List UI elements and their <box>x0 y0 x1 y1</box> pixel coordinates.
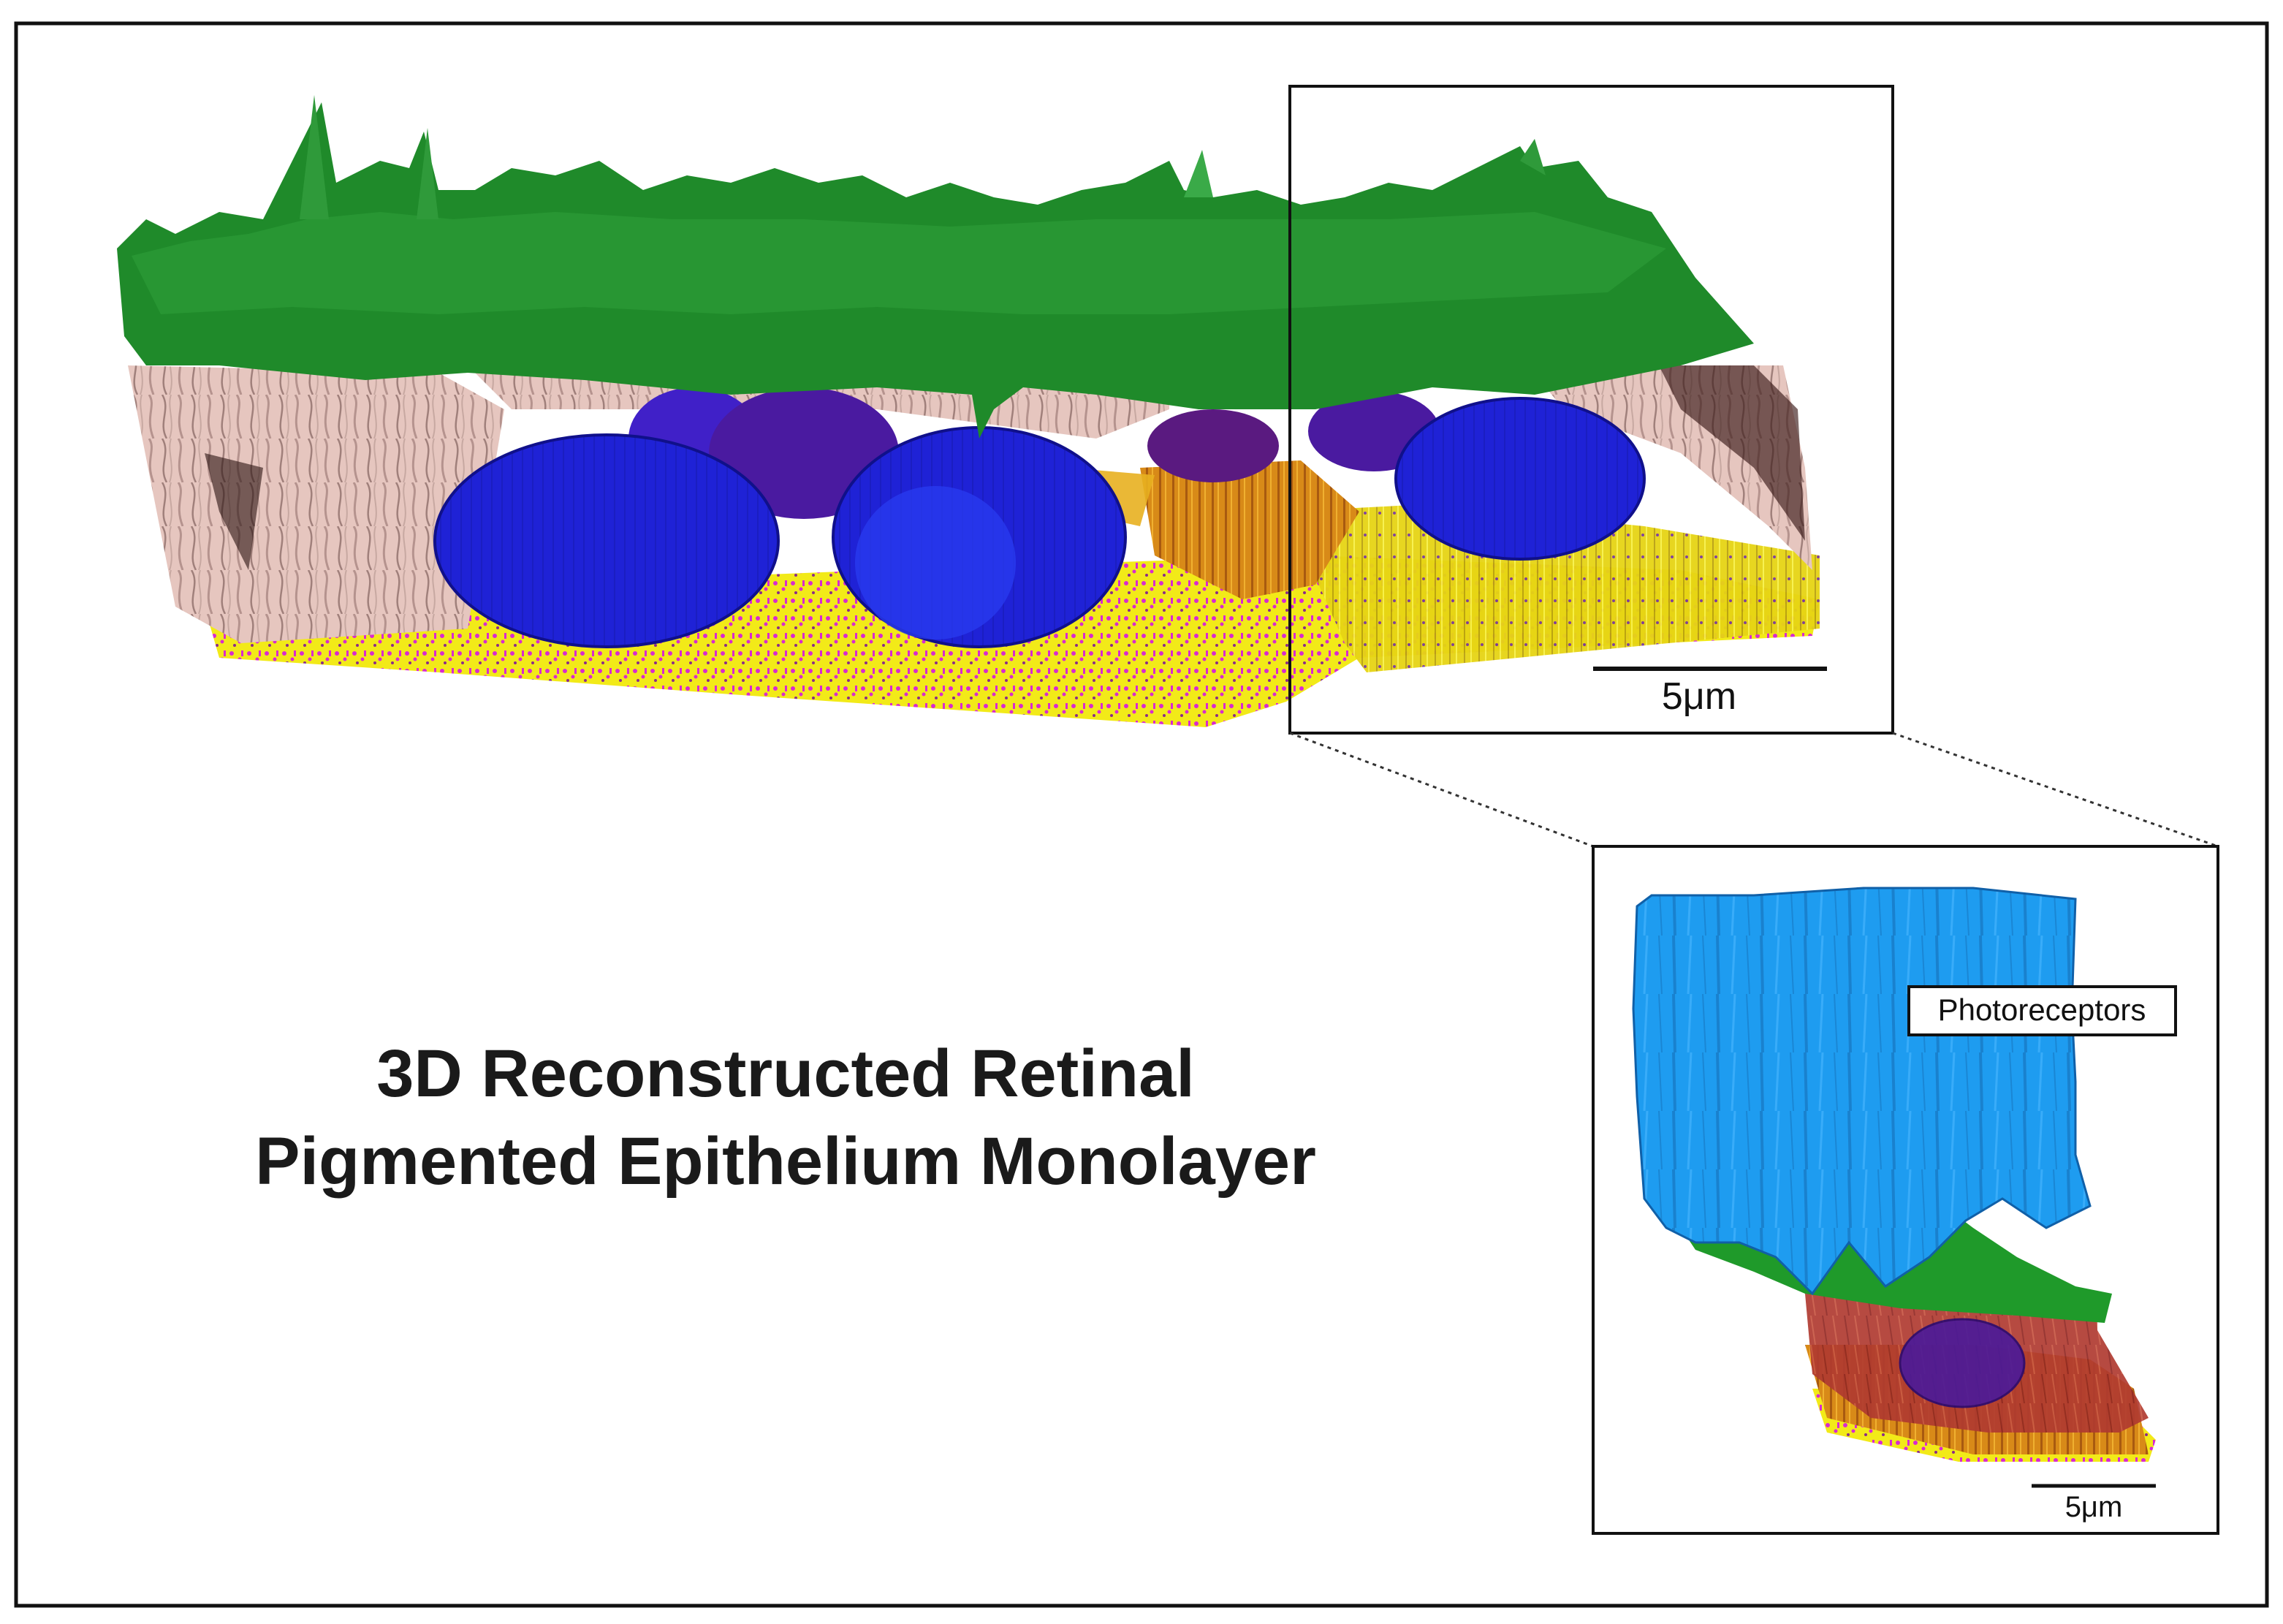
photoreceptors-label-box <box>1907 985 2177 1036</box>
nucleus-front-3 <box>1394 397 1646 561</box>
melanin-dark-right <box>1659 365 1805 541</box>
microvilli-spike-2 <box>417 128 438 219</box>
figure-title-line-2: Pigmented Epithelium Monolayer <box>255 1124 1316 1199</box>
photoreceptors-label: Photoreceptors <box>1938 993 2146 1027</box>
rpe-monolayer-reconstruction <box>117 95 1820 727</box>
zoom-region-box <box>1288 85 1894 735</box>
cytoplasm-left <box>128 365 504 643</box>
nucleus-front-1 <box>433 433 780 648</box>
microvilli-spike-1 <box>300 95 329 219</box>
orange-region <box>1140 460 1359 599</box>
inset-nucleus <box>1899 1318 2026 1408</box>
main-scale-bar-label: 5μm <box>1662 675 1736 718</box>
nucleus-back-3 <box>1147 409 1279 482</box>
apical-microvilli-highlight <box>132 212 1666 314</box>
microvilli-spike-3 <box>1184 150 1213 197</box>
melanin-dark-left <box>205 453 263 570</box>
figure-title-line-1: 3D Reconstructed Retinal <box>376 1036 1195 1111</box>
zoom-connector-left <box>1289 732 1594 848</box>
basal-layer-right <box>1286 504 1820 672</box>
zoom-connector-right <box>1892 732 2219 848</box>
microvilli-spike-4 <box>1520 139 1546 175</box>
nucleus-front-2-highlight <box>855 486 1016 640</box>
inset-scale-bar-label: 5μm <box>2065 1491 2123 1523</box>
